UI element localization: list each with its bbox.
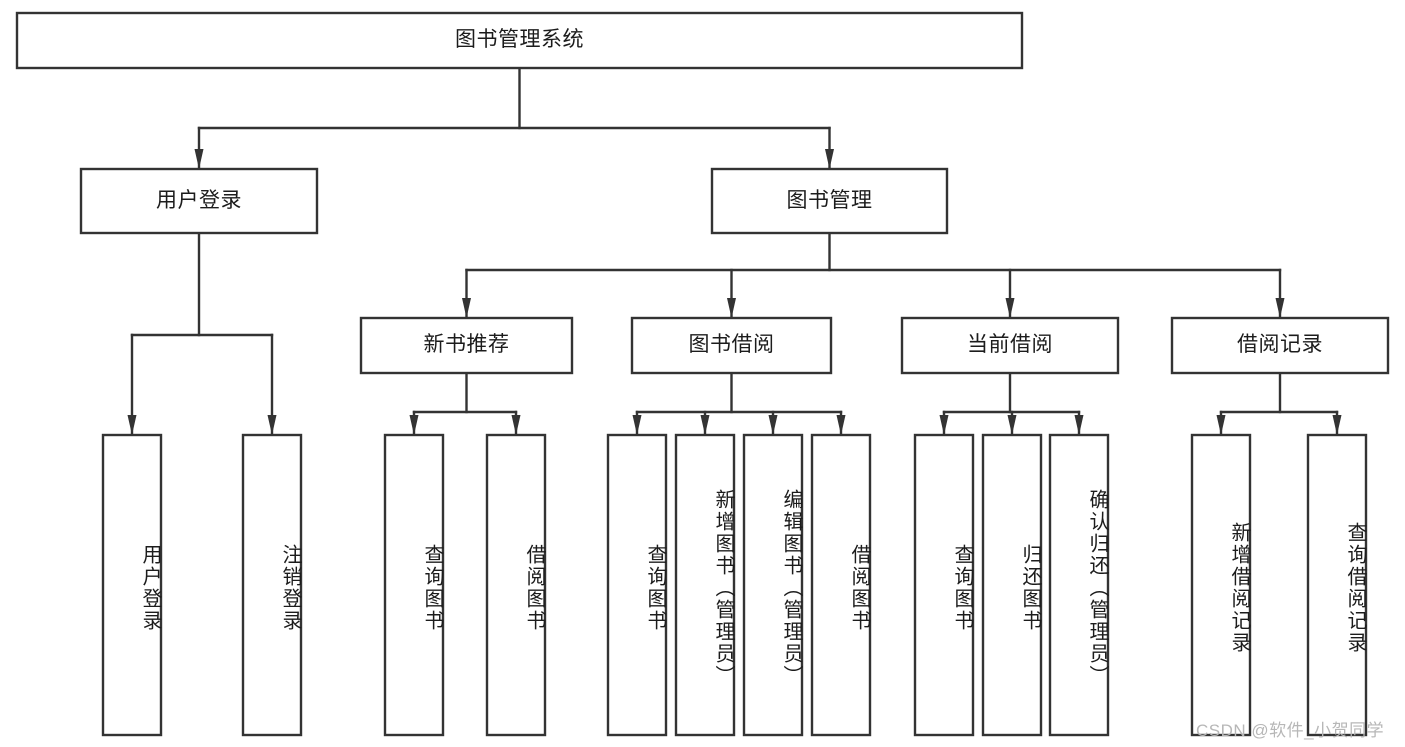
level3-box-当前借阅-2[interactable] [900, 316, 1120, 375]
leaf-box-查询图书-2[interactable] [383, 433, 445, 737]
bookmgmt-to-level3-arrow-3 [1275, 298, 1285, 318]
leaf-box-查询借阅记录-12[interactable] [1306, 433, 1368, 737]
leaf-box-借阅图书-7[interactable] [810, 433, 872, 737]
leaves-借阅记录-arrow-0 [1216, 415, 1226, 435]
level2-box-用户登录-0[interactable] [79, 167, 319, 235]
leaf-box-查询图书-4[interactable] [606, 433, 668, 737]
leaf-box-编辑图书管理员-6[interactable] [742, 433, 804, 737]
leaf-box-确认归还管理员-10[interactable] [1048, 433, 1110, 737]
leaf-box-查询图书-8[interactable] [913, 433, 975, 737]
leaf-box-注销登录-1[interactable] [241, 433, 303, 737]
level3-box-新书推荐-0[interactable] [359, 316, 574, 375]
root-box-图书管理系统[interactable] [15, 11, 1024, 70]
leaf-box-新增借阅记录-11[interactable] [1190, 433, 1252, 737]
leaves-借阅记录-arrow-1 [1332, 415, 1342, 435]
leaf-box-用户登录-0[interactable] [101, 433, 163, 737]
leaves-新书推荐-arrow-1 [511, 415, 521, 435]
leaves-新书推荐-arrow-0 [409, 415, 419, 435]
connectors-layer [127, 66, 1342, 436]
leaves-图书借阅-arrow-1 [700, 415, 710, 435]
level3-box-借阅记录-3[interactable] [1170, 316, 1390, 375]
bookmgmt-to-level3-arrow-1 [727, 298, 736, 318]
level3-box-图书借阅-1[interactable] [630, 316, 833, 375]
root-to-level2-arrow-1 [825, 149, 834, 169]
root-to-level2-arrow-0 [194, 149, 204, 169]
leaves-用户登录-arrow-0 [127, 415, 137, 435]
leaves-用户登录-arrow-1 [267, 415, 277, 435]
csdn-watermark: CSDN @软件_小贺同学 [1196, 721, 1385, 740]
leaves-当前借阅-arrow-0 [939, 415, 949, 435]
level2-box-图书管理-1[interactable] [710, 167, 949, 235]
leaves-当前借阅-arrow-1 [1007, 415, 1017, 435]
leaf-box-借阅图书-3[interactable] [485, 433, 547, 737]
leaf-box-归还图书-9[interactable] [981, 433, 1043, 737]
leaves-图书借阅-arrow-3 [836, 415, 846, 435]
leaves-图书借阅-arrow-0 [632, 415, 642, 435]
bookmgmt-to-level3-arrow-0 [462, 298, 471, 318]
bookmgmt-to-level3-arrow-2 [1005, 298, 1015, 318]
leaves-图书借阅-arrow-2 [768, 415, 778, 435]
leaf-box-新增图书管理员-5[interactable] [674, 433, 736, 737]
leaves-当前借阅-arrow-2 [1074, 415, 1084, 435]
boxes-layer [15, 11, 1390, 737]
